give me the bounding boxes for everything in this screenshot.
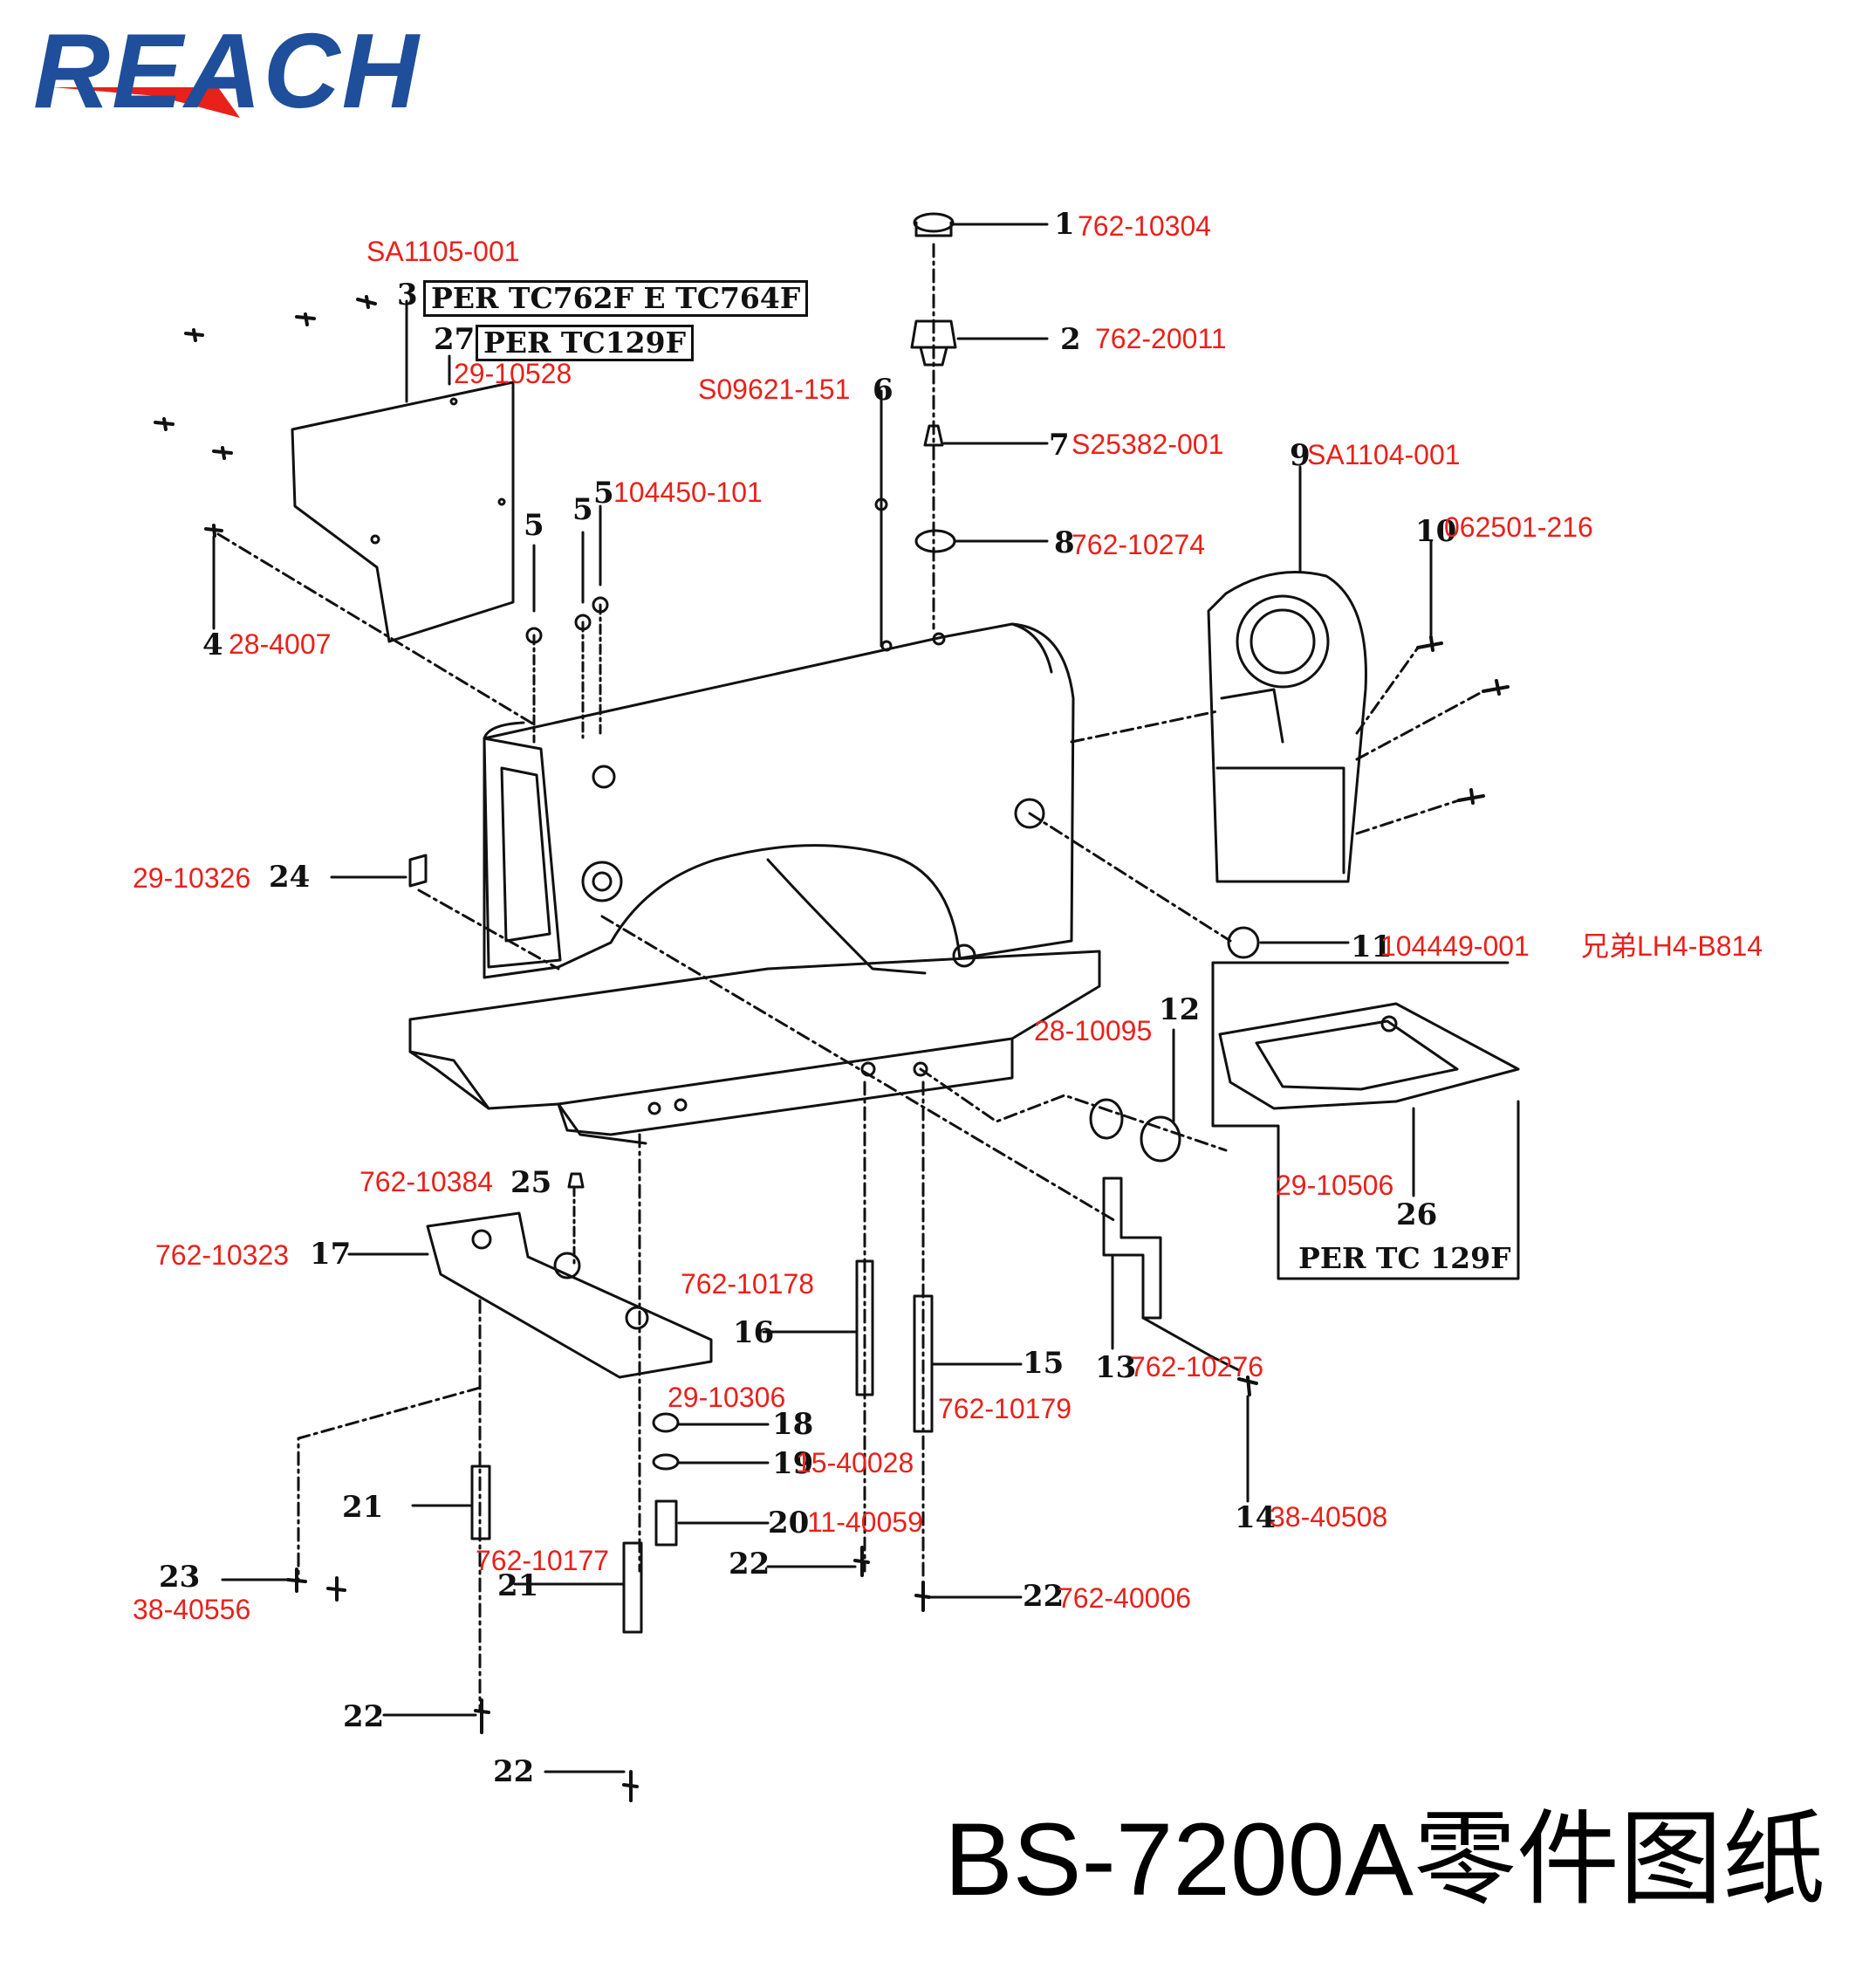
- callout-number-1: 1: [1054, 207, 1075, 242]
- base-plate: [426, 1211, 713, 1379]
- callout-number-10: 10: [1415, 514, 1457, 549]
- callout-number-5-left: 5: [524, 508, 544, 543]
- face-cover-plate: [291, 381, 515, 643]
- callout-number-25: 25: [510, 1165, 552, 1200]
- callout-number-17: 17: [310, 1237, 352, 1272]
- page-title: BS-7200A零件图纸: [944, 1802, 1825, 1917]
- part-number-10: 062501-216: [1444, 511, 1593, 543]
- part-number-25: 762-10384: [359, 1166, 494, 1197]
- part-number-15: 762-10179: [938, 1393, 1072, 1424]
- callout-number-16: 16: [733, 1315, 775, 1350]
- part-number-17: 762-10323: [155, 1239, 290, 1271]
- callout-number-21: 21: [342, 1490, 384, 1525]
- callout-number-5: 5: [593, 476, 614, 511]
- part-number-20: 11-40059: [807, 1506, 923, 1538]
- callout-number-3: 3: [397, 278, 418, 312]
- callout-number-26: 26: [1396, 1197, 1438, 1232]
- part-number-5: 104450-101: [613, 477, 763, 508]
- part-number-3: SA1105-001: [366, 236, 520, 267]
- brand-logo: REACH: [33, 11, 421, 130]
- callout-number-11: 11: [1351, 930, 1393, 964]
- callout-number-13: 13: [1095, 1350, 1137, 1385]
- callout-number-12: 12: [1159, 992, 1201, 1027]
- part-number-24: 29-10326: [133, 862, 251, 894]
- part-number-23: 38-40556: [133, 1594, 251, 1625]
- side-cover: [1207, 571, 1367, 883]
- callout-number-9: 9: [1290, 438, 1311, 473]
- part-number-27: 29-10528: [454, 358, 572, 389]
- machine-bed: [408, 950, 1101, 1110]
- callout-number-22: 22: [1023, 1579, 1065, 1614]
- callout-number-7: 7: [1049, 428, 1070, 463]
- callout-number-8: 8: [1054, 525, 1075, 560]
- callout-number-22-bottom: 22: [493, 1754, 535, 1789]
- callout-number-4: 4: [202, 628, 223, 662]
- part-number-16: 762-10178: [681, 1268, 815, 1300]
- part-number-7: S25382-001: [1072, 429, 1224, 460]
- callout-number-23: 23: [159, 1560, 201, 1595]
- callout-number-2: 2: [1060, 322, 1081, 357]
- logo-swoosh-icon: [52, 87, 240, 118]
- part-number-22: 762-40006: [1058, 1582, 1192, 1614]
- part-number-11-alt: 兄弟LH4-B814: [1581, 930, 1763, 962]
- callout-number-19: 19: [772, 1446, 814, 1481]
- part-number-12: 28-10095: [1034, 1015, 1153, 1046]
- callout-number-24: 24: [269, 860, 311, 895]
- part-number-11: 104449-001: [1380, 930, 1530, 962]
- callout-number-22-left: 22: [343, 1699, 385, 1734]
- machine-arm: [483, 622, 1075, 979]
- part-number-9: SA1104-001: [1307, 439, 1461, 470]
- head-face: [483, 737, 562, 969]
- part-number-26: 29-10506: [1276, 1170, 1394, 1201]
- part-number-1: 762-10304: [1078, 210, 1212, 242]
- callout-number-14: 14: [1235, 1500, 1277, 1535]
- note-per-tc129f: PER TC129F: [476, 325, 695, 361]
- part-number-13: 762-10276: [1130, 1351, 1264, 1382]
- callout-number-18: 18: [772, 1407, 814, 1442]
- callout-number-22-mid: 22: [729, 1547, 770, 1581]
- part-number-8: 762-10274: [1072, 529, 1206, 560]
- part-number-18: 29-10306: [668, 1382, 786, 1413]
- part-number-4: 28-4007: [229, 628, 332, 660]
- callout-number-27: 27: [434, 322, 476, 357]
- note-per-tc-129f: PER TC 129F: [1298, 1241, 1511, 1275]
- oil-plate: [1218, 1002, 1520, 1110]
- callout-number-20: 20: [768, 1506, 810, 1540]
- callout-number-6: 6: [873, 373, 893, 408]
- callout-number-5-mid: 5: [572, 492, 593, 527]
- part-number-19: 15-40028: [796, 1447, 914, 1478]
- part-number-6: S09621-151: [698, 374, 851, 405]
- cover-screws: [154, 295, 377, 538]
- callout-number-21-lower: 21: [497, 1568, 539, 1603]
- part-number-21: 762-10177: [476, 1545, 610, 1576]
- callout-number-15: 15: [1023, 1346, 1065, 1381]
- part-number-14: 38-40508: [1270, 1501, 1388, 1533]
- part-number-2: 762-20011: [1095, 323, 1227, 354]
- note-per-tc762f: PER TC762F E TC764F: [423, 280, 809, 317]
